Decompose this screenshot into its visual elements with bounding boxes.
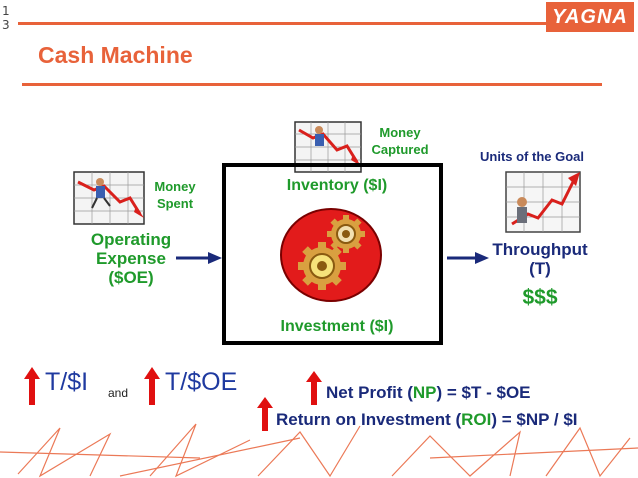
t-per-oe-ratio: T/$OE — [165, 368, 238, 396]
rising-chart-icon — [505, 171, 581, 233]
dollar-signs: $$$ — [522, 286, 558, 309]
up-arrow-icon — [24, 367, 40, 405]
roi-formula: Return on Investment (ROI) = $NP / $I — [276, 410, 578, 430]
money-spent-label: Money Spent — [154, 179, 196, 211]
header-rule — [18, 22, 548, 25]
t-per-i-ratio: T/$I — [45, 368, 89, 396]
net-profit-value: ) = $T - $OE — [436, 383, 531, 402]
net-profit-formula: Net Profit (NP) = $T - $OE — [326, 383, 531, 403]
investment-label: Investment ($I) — [280, 318, 394, 335]
and-text: and — [108, 386, 129, 400]
yagna-logo: YAGNA — [546, 2, 634, 32]
slide-title: Cash Machine — [38, 42, 193, 68]
throughput-label: Throughput (T) — [492, 240, 588, 278]
units-of-goal-label: Units of the Goal — [480, 149, 584, 164]
title-underline — [22, 83, 602, 86]
roi-label: Return on Investment ( — [276, 410, 462, 429]
net-profit-label: Net Profit ( — [326, 383, 413, 402]
roi-abbr: ROI — [461, 410, 492, 429]
up-arrow-icon — [257, 397, 273, 431]
decorative-lines — [0, 423, 638, 478]
money-captured-label: Money Captured — [371, 125, 429, 157]
falling-chart-icon — [73, 171, 145, 225]
gears-icon — [280, 208, 382, 302]
up-arrow-icon — [144, 367, 160, 405]
inventory-label: Inventory ($I) — [286, 177, 388, 194]
np-abbr: NP — [412, 383, 437, 402]
right-arrow-icon — [447, 252, 489, 264]
right-arrow-icon — [176, 252, 222, 264]
page-number: 1 3 — [2, 4, 10, 32]
operating-expense-label: Operating Expense ($OE) — [90, 230, 172, 287]
up-arrow-icon — [306, 371, 322, 405]
cash-machine-box — [222, 163, 443, 345]
roi-value: ) = $NP / $I — [491, 410, 578, 429]
